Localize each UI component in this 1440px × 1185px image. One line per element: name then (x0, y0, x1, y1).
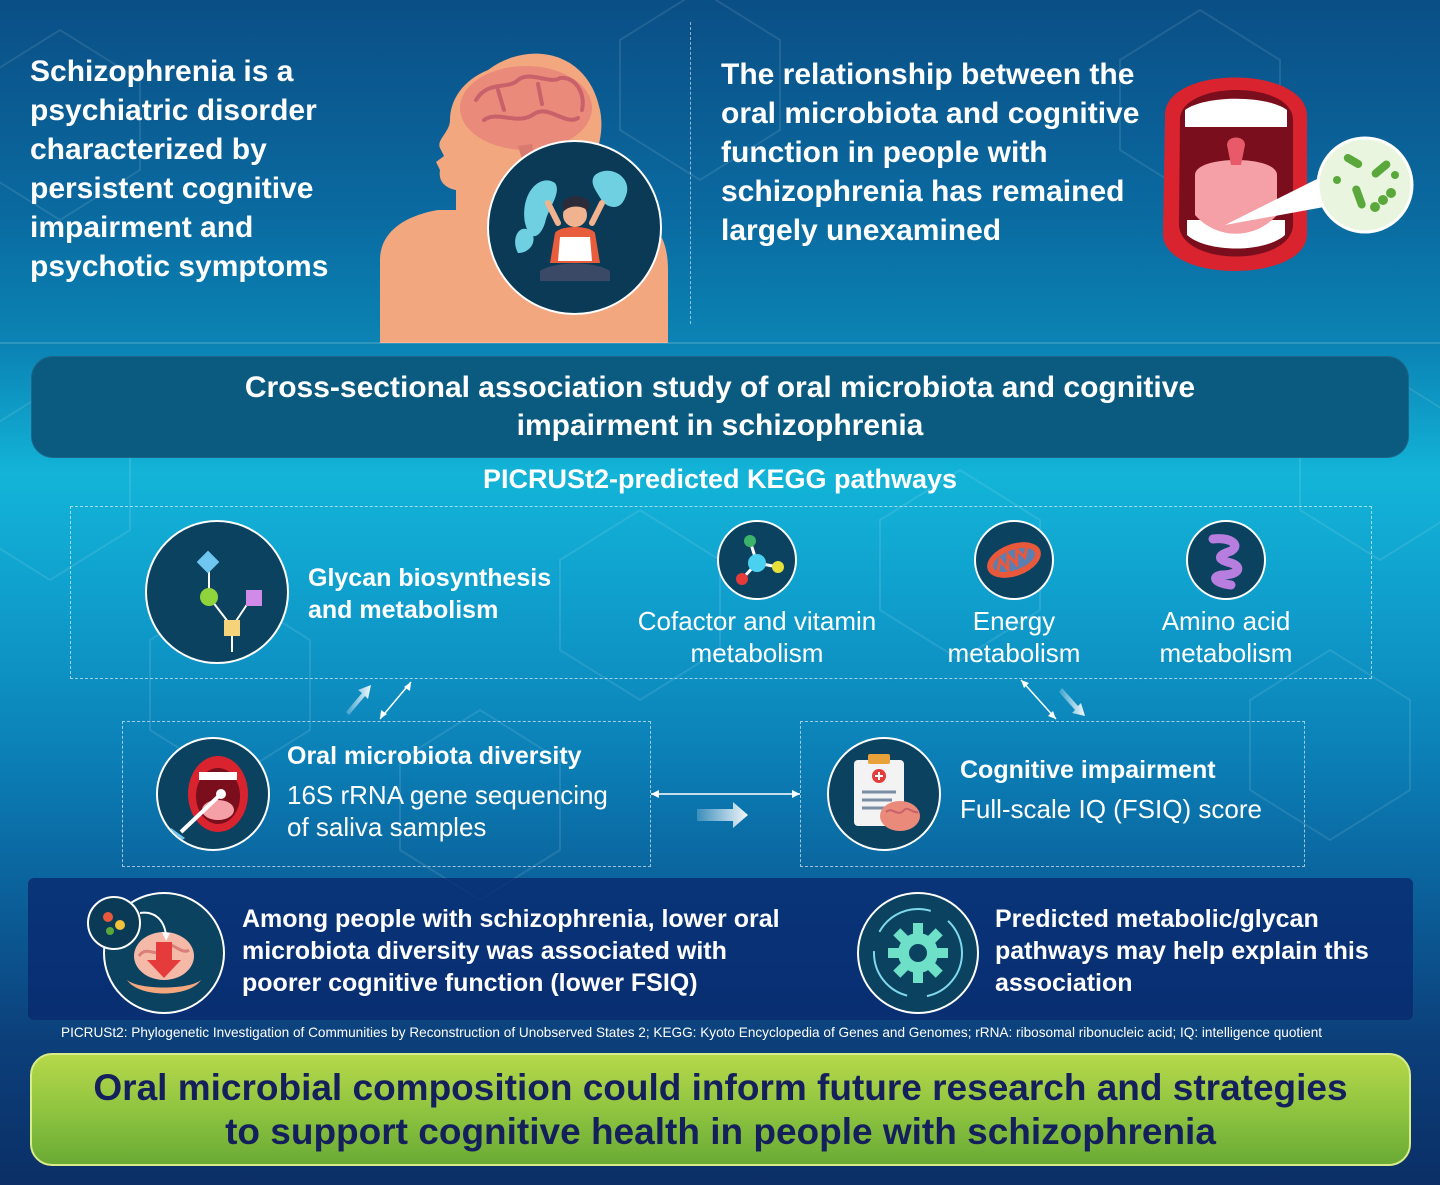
brain-decline-icon (127, 932, 201, 994)
saliva-sampling-circle (156, 737, 270, 851)
finding-diversity-cognition: Among people with schizophrenia, lower o… (242, 905, 780, 997)
cognitive-measure: Full-scale IQ (FSIQ) score (960, 794, 1262, 824)
study-title: Cross-sectional association study of ora… (244, 371, 1196, 442)
kegg-pathways-heading: PICRUSt2-predicted KEGG pathways (482, 464, 958, 494)
oral-microbiota-diversity-box (122, 721, 651, 867)
study-design-banner: Cross-sectional association study of ora… (31, 356, 1409, 458)
mouth-swab-icon (165, 756, 248, 844)
diversity-finding-circle (103, 892, 225, 1014)
pathway-mechanism-circle (857, 892, 979, 1014)
intro-text-schizophrenia: Schizophrenia is a psychiatric disorder … (30, 55, 329, 283)
connector-arrows (346, 679, 1085, 828)
distressed-person-icon (514, 170, 627, 281)
diversity-title: Oral microbiota diversity (287, 742, 582, 770)
results-panel (28, 878, 1413, 1020)
amino-acid-circle (1186, 520, 1266, 600)
top-divider (690, 22, 691, 324)
protein-helix-icon (1208, 534, 1243, 590)
energy-cognitive-arrow (1020, 679, 1085, 720)
glycan-icon (196, 550, 262, 652)
energy-circle (974, 520, 1054, 600)
clipboard-brain-icon (854, 754, 920, 831)
abbreviations-footnote: PICRUSt2: Phylogenetic Investigation of … (61, 1025, 1323, 1040)
finding-pathways-explain: Predicted metabolic/glycan pathways may … (995, 905, 1369, 997)
bacteria-icon (1333, 154, 1399, 212)
kegg-pathways-box (70, 506, 1372, 679)
mitochondrion-icon (987, 542, 1041, 578)
diversity-cognitive-arrow (651, 790, 800, 828)
energy-pathway-label: Energy metabolism (947, 606, 1081, 668)
section-separator (0, 342, 1440, 344)
gear-icon (873, 908, 963, 998)
glycan-circle (145, 520, 289, 664)
amino-acid-pathway-label: Amino acid metabolism (1159, 606, 1293, 668)
molecule-icon (736, 535, 784, 585)
iq-assessment-circle (827, 737, 941, 851)
glycan-pathway-label: Glycan biosynthesis and metabolism (308, 564, 552, 624)
diversity-glycan-arrow (346, 681, 412, 720)
diversity-method: 16S rRNA gene sequencing of saliva sampl… (287, 780, 608, 842)
cognitive-title: Cognitive impairment (960, 756, 1216, 784)
cofactor-circle (717, 520, 797, 600)
distressed-person-circle (487, 140, 662, 315)
cognitive-impairment-box (800, 721, 1305, 867)
conclusion-text: Oral microbial composition could inform … (93, 1066, 1348, 1152)
microbe-badge-icon (87, 896, 170, 950)
cofactor-pathway-label: Cofactor and vitamin metabolism (637, 606, 877, 668)
conclusion-banner: Oral microbial composition could inform … (30, 1053, 1411, 1166)
bacteria-magnifier-circle (1225, 136, 1414, 234)
open-mouth-illustration (1163, 77, 1307, 271)
intro-text-oral-microbiota: The relationship between the oral microb… (721, 58, 1140, 247)
